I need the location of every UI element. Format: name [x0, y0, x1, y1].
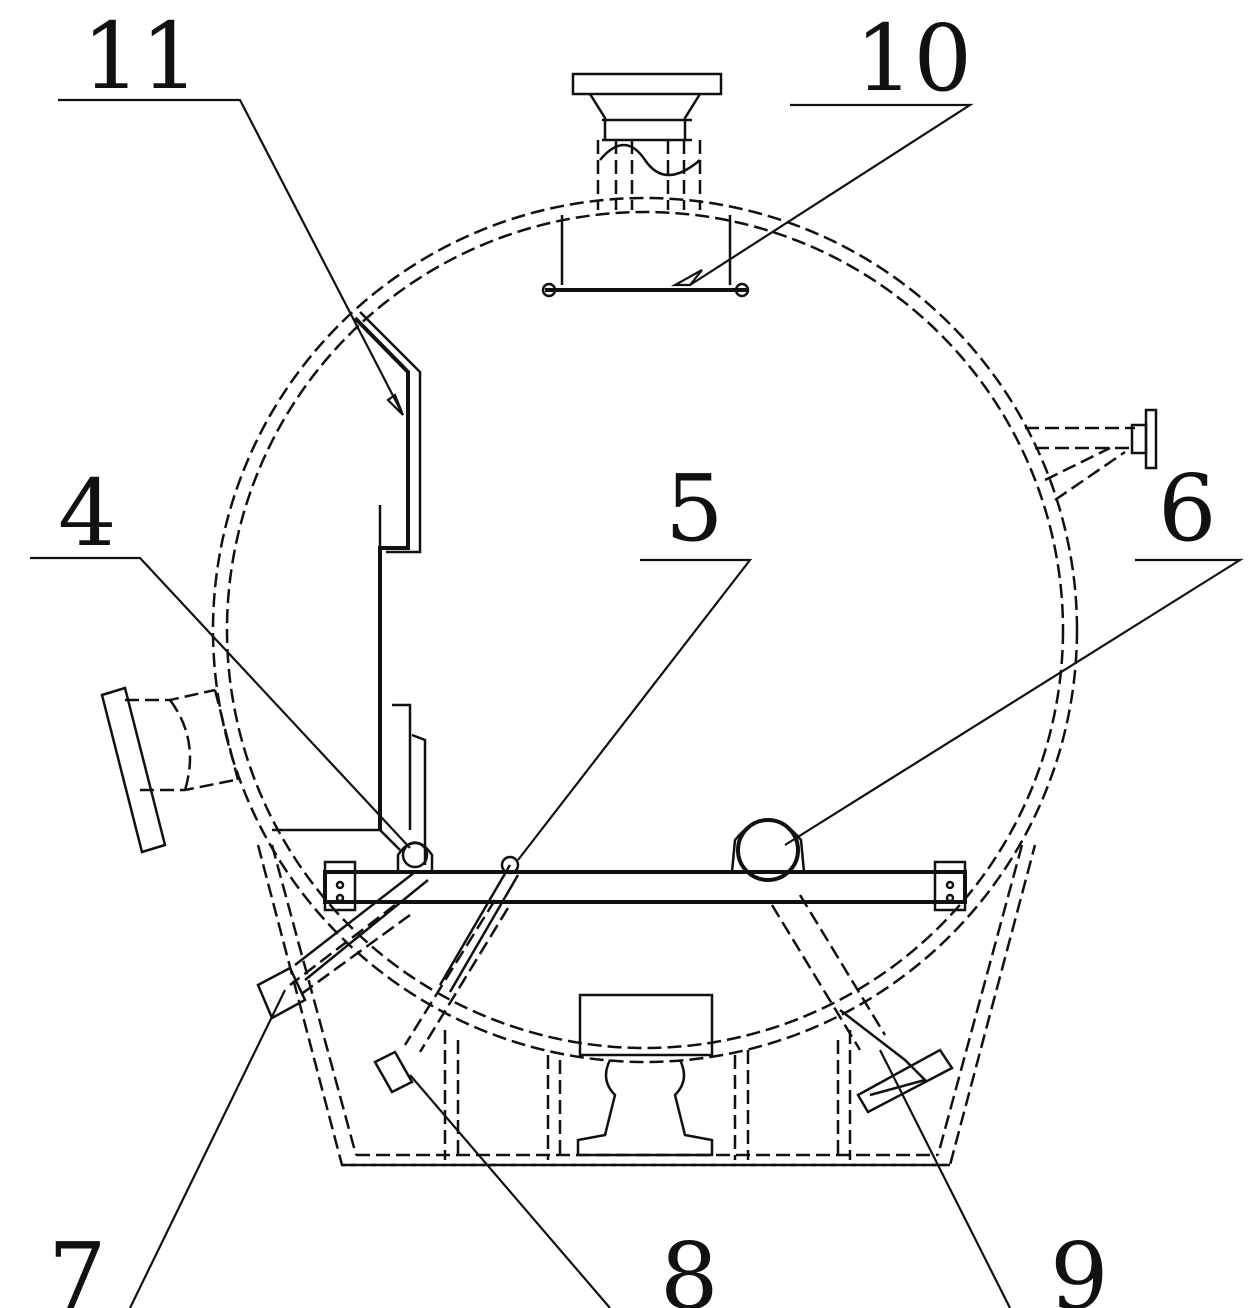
top-nozzle: [571, 72, 723, 210]
right-side-nozzle: [1025, 408, 1158, 502]
left-side-nozzle: [100, 686, 240, 854]
label-8: 8: [660, 1223, 719, 1308]
tank-shell: [211, 196, 1079, 1064]
inclined-pipe-9: [770, 894, 954, 1114]
support-beam: [323, 860, 967, 912]
skirt-base: [256, 844, 1037, 1167]
leader-lines: [30, 98, 1244, 1308]
label-9: 9: [1050, 1223, 1109, 1308]
label-10: 10: [855, 5, 972, 112]
top-distributor: [541, 215, 750, 298]
label-6: 6: [1158, 455, 1217, 562]
label-7: 7: [48, 1223, 107, 1308]
label-11: 11: [82, 3, 199, 110]
bottom-nozzle: [576, 993, 714, 1157]
inclined-pipe-8: [373, 864, 520, 1094]
vertical-baffle: [272, 311, 427, 865]
pipe-clamp-5: [500, 855, 520, 875]
label-4: 4: [58, 460, 117, 567]
pipe-clamp-4: [396, 841, 434, 872]
label-5: 5: [665, 455, 724, 562]
